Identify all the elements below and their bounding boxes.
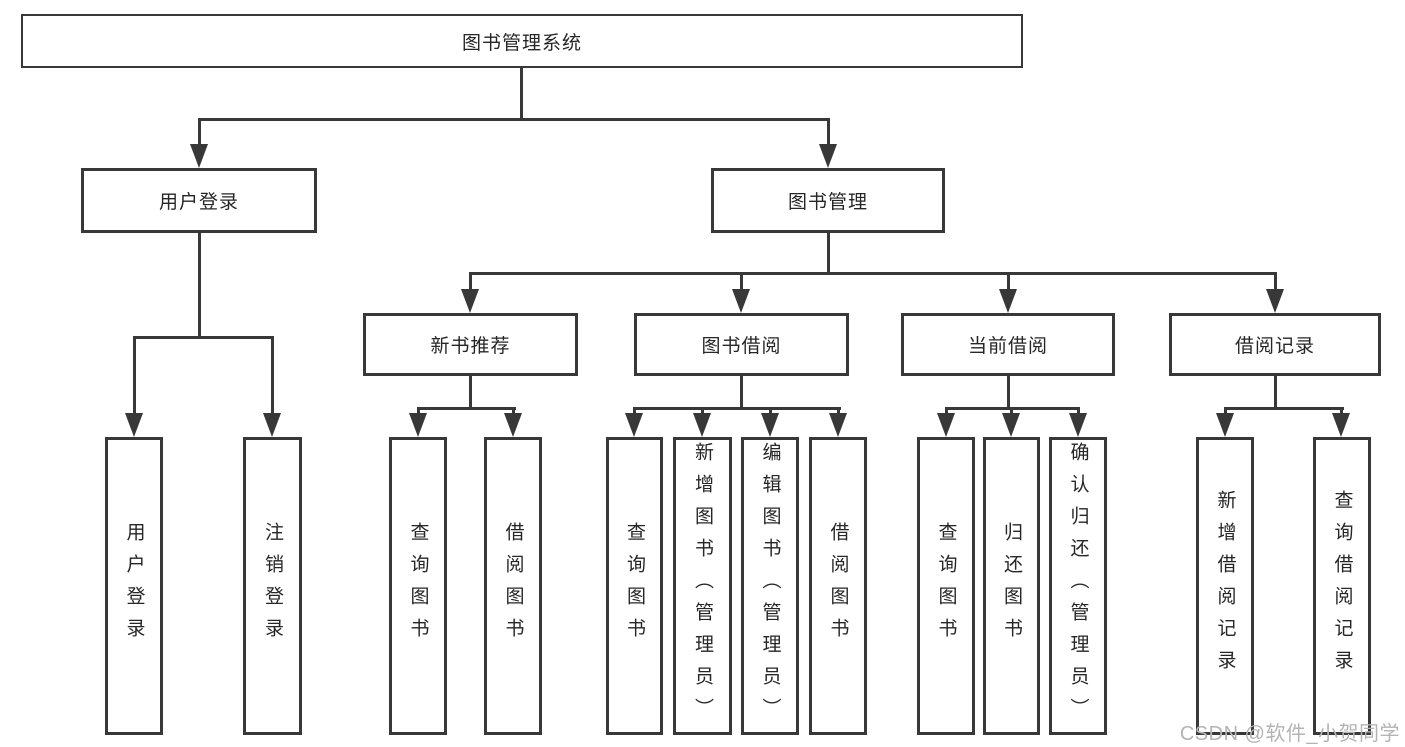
arrow-leaf-logout-icon — [263, 413, 281, 437]
arrow-current-borrow-icon — [999, 289, 1017, 313]
edge-leaf-user-login-shaft — [133, 336, 136, 415]
edge-new-book-stem — [469, 376, 472, 409]
arrow-cb-return-icon — [1002, 413, 1020, 437]
arrow-leaf-user-login-icon — [125, 413, 143, 437]
arrow-cb-query-icon — [937, 413, 955, 437]
arrow-user-login-icon — [190, 144, 208, 168]
edge-nb-query-shaft — [417, 407, 420, 417]
edge-book-mgmt-stem — [827, 233, 830, 274]
leaf-newbook-query-books: 查询图书 — [389, 437, 447, 735]
edge-user-login-rail — [133, 336, 274, 339]
edge-cb-return-shaft — [1010, 407, 1013, 417]
edge-user-login-stem — [198, 233, 201, 338]
arrow-br-add-icon — [1216, 413, 1234, 437]
arrow-bb-borrow-icon — [829, 413, 847, 437]
edge-cb-query-shaft — [945, 407, 948, 417]
arrow-br-query-icon — [1332, 413, 1350, 437]
edge-borrow-record-shaft — [1274, 272, 1277, 292]
node-root: 图书管理系统 — [21, 14, 1023, 68]
edge-cb-confirm-shaft — [1077, 407, 1080, 417]
edge-new-book-shaft — [469, 272, 472, 292]
leaf-current-query-books: 查询图书 — [917, 437, 975, 735]
csdn-watermark: CSDN @软件_小贺同学 — [1179, 723, 1400, 745]
edge-bb-edit-shaft — [769, 407, 772, 417]
arrow-bb-edit-icon — [761, 413, 779, 437]
arrow-nb-borrow-icon — [504, 413, 522, 437]
edge-book-mgmt-rail — [469, 272, 1277, 275]
arrow-borrow-record-icon — [1266, 289, 1284, 313]
arrow-bb-add-icon — [693, 413, 711, 437]
arrow-book-borrow-icon — [732, 289, 750, 313]
edge-book-borrow-rail — [633, 407, 841, 410]
node-new-book-recommend: 新书推荐 — [363, 313, 578, 376]
leaf-current-return-books: 归还图书 — [983, 437, 1040, 735]
node-current-borrow: 当前借阅 — [901, 313, 1115, 376]
edge-current-borrow-shaft — [1007, 272, 1010, 292]
edge-root-rail — [198, 118, 830, 121]
leaf-user-login: 用户登录 — [105, 437, 163, 735]
leaf-bookborrow-borrow-books: 借阅图书 — [809, 437, 867, 735]
leaf-newbook-borrow-books: 借阅图书 — [484, 437, 542, 735]
arrow-nb-query-icon — [409, 413, 427, 437]
edge-bb-borrow-shaft — [837, 407, 840, 417]
edge-new-book-rail — [417, 407, 516, 410]
edge-book-mgmt-shaft — [827, 118, 830, 148]
edge-bb-add-shaft — [701, 407, 704, 417]
edge-root-stem — [520, 68, 523, 120]
leaf-bookborrow-edit-books-admin: 编辑图书（管理员） — [741, 437, 799, 735]
node-user-login: 用户登录 — [81, 168, 317, 233]
edge-current-borrow-stem — [1007, 376, 1010, 409]
arrow-new-book-icon — [461, 289, 479, 313]
edge-br-query-shaft — [1340, 407, 1343, 417]
arrow-book-mgmt-icon — [819, 144, 837, 168]
edge-bb-query-shaft — [633, 407, 636, 417]
leaf-record-query-borrow-record: 查询借阅记录 — [1313, 437, 1371, 735]
edge-leaf-logout-shaft — [271, 336, 274, 415]
edge-nb-borrow-shaft — [512, 407, 515, 417]
edge-borrow-record-stem — [1274, 376, 1277, 409]
leaf-current-confirm-return-admin: 确认归还（管理员） — [1049, 437, 1107, 735]
node-borrow-record: 借阅记录 — [1169, 313, 1381, 376]
edge-book-borrow-shaft — [740, 272, 743, 292]
edge-borrow-record-rail — [1224, 407, 1344, 410]
arrow-bb-query-icon — [625, 413, 643, 437]
leaf-logout: 注销登录 — [243, 437, 302, 735]
leaf-record-add-borrow-record: 新增借阅记录 — [1196, 437, 1254, 735]
edge-book-borrow-stem — [740, 376, 743, 409]
node-book-borrow: 图书借阅 — [634, 313, 849, 376]
edge-br-add-shaft — [1224, 407, 1227, 417]
edge-user-login-shaft — [198, 118, 201, 148]
leaf-bookborrow-add-books-admin: 新增图书（管理员） — [673, 437, 732, 735]
node-book-mgmt: 图书管理 — [711, 168, 945, 233]
arrow-cb-confirm-icon — [1069, 413, 1087, 437]
leaf-bookborrow-query-books: 查询图书 — [606, 437, 663, 735]
